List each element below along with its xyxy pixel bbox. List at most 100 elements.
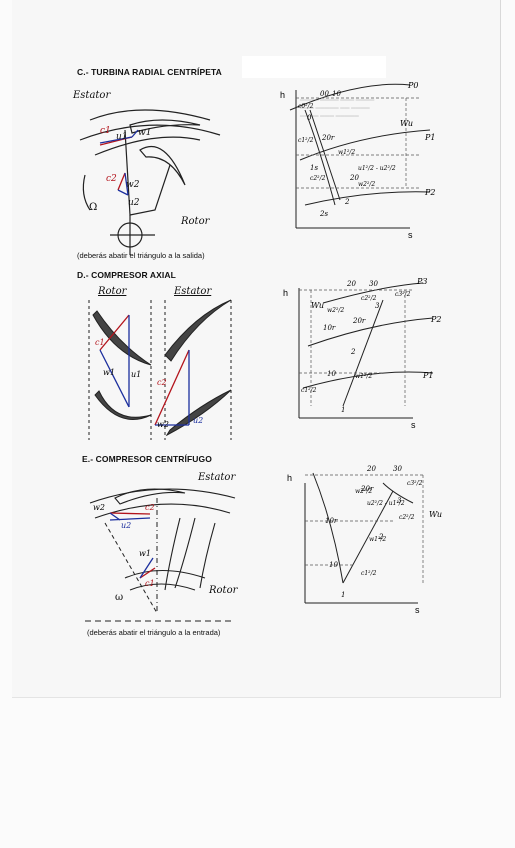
vector-w2 [124,172,129,196]
vector-c2 [117,172,126,191]
point-20r: 20r [321,134,335,142]
section-e-title: E.- COMPRESOR CENTRÍFUGO [82,454,212,464]
term-u: u1²/2 - u2²/2 [358,165,396,172]
term-c3-e: c3²/2 [407,480,423,487]
term-c1-e: c1²/2 [361,570,377,577]
h-axis-d: h [283,288,288,298]
h-axis-c: h [280,90,285,100]
vector-w1-e [139,557,154,579]
point-1-e: 1 [341,591,345,599]
s-axis-c: s [408,230,413,240]
point-0: 0 [307,114,312,122]
label-u2-d: u2 [193,416,203,425]
vector-w1-d [99,349,130,408]
label-c2: c2 [106,174,117,184]
label-c1-e: c1 [145,579,155,588]
redacted-box [242,56,386,78]
label-w1-e: w1 [139,549,151,558]
rotor-label-c: Rotor [181,216,210,227]
rotor-label-d: Rotor [98,286,127,297]
rotor-label-e: Rotor [209,585,238,596]
centrifugal-sketch: w2 c2 u2 w1 c1 [85,488,236,622]
vector-c1-d [99,314,130,351]
stator-label-d: Estator [174,286,212,297]
label-w2: w2 [126,180,140,190]
label-w2-e: w2 [93,503,105,512]
point-2-e: 2 [378,533,384,541]
work-label-c: Wu [400,119,413,128]
hs-diagram-centrifugal: h s 1 10 10r 2 20r 20 3 30 Wu c1²/2 w1²/… [287,465,442,615]
pressure-p1: P1 [424,133,435,142]
point-20r-e: 20r [360,485,374,493]
omega-label-c: Ω [89,202,98,213]
point-2-d: 2 [350,348,356,356]
hs-diagram-turbine: h s 00 10 0 20r 1s 20 2 2s P0 P1 P2 Wu c… [280,81,435,240]
point-30-d: 30 [369,280,378,288]
term-w2-e: w2²/2 [355,488,372,495]
point-1s: 1s [310,164,318,172]
point-20-d: 20 [346,280,356,288]
vector-c2-d [154,349,190,426]
label-w1-d: w1 [103,368,115,377]
term-c3-d: c3²/2 [395,291,411,298]
term-w1-e: w1²/2 [369,536,386,543]
term-u-e: u2²/2 - u1²/2 [367,500,405,507]
point-10-d: 10 [327,370,336,378]
term-w1-d: w1²/2 [355,373,372,380]
vector-u2-e [109,517,151,521]
section-d-title: D.- COMPRESOR AXIAL [77,270,176,280]
label-w2-d: w2 [157,420,169,429]
term-w2-d: w2²/2 [327,307,344,314]
stator-label-e: Estator [198,472,236,483]
term-c2-e: c2²/2 [399,514,415,521]
hs-diagram-axial: h s 1 10 10r 2 20r 20 3 30 P1 P2 P3 Wu c… [283,277,441,430]
label-c1-d: c1 [95,338,105,347]
axial-blade-sketch: c1 w1 u1 c2 w2 u2 [88,299,232,440]
vector-c1-e [139,567,156,579]
stator-label-c: Estator [73,90,111,101]
turbine-blade-sketch: c1 u1 w1 c2 w2 u2 [79,109,221,255]
point-3-e: 3 [397,497,402,505]
label-w1: w1 [138,128,151,138]
s-axis-d: s [411,420,416,430]
section-c-note: (deberás abatir el triángulo a la salida… [77,251,205,260]
section-e-note: (deberás abatir el triángulo a la entrad… [87,628,221,637]
vector-w2-e [109,512,121,521]
point-10r-d: 10r [323,324,336,332]
point-2: 2 [344,198,350,206]
section-c-title: C.- TURBINA RADIAL CENTRÍPETA [77,67,222,77]
omega-label-e: ω [115,592,124,603]
term-c2-d: c2²/2 [361,295,377,302]
term-c1-d: c1²/2 [301,387,317,394]
pressure-p1-d: P1 [422,371,433,380]
point-10r-e: 10r [325,517,338,525]
vector-c2-e [109,512,151,515]
point-00: 00 [320,90,329,98]
h-axis-e: h [287,473,292,483]
label-u2: u2 [128,198,140,208]
point-1-d: 1 [341,406,345,414]
label-u1-d: u1 [131,370,141,379]
point-20r-d: 20r [352,317,366,325]
document-page [12,0,501,698]
vector-w1 [131,129,139,138]
point-10: 10 [332,90,341,98]
term-w1: w1²/2 [338,149,355,156]
term-w2: w2²/2 [358,181,375,188]
label-c1: c1 [100,126,111,136]
point-20: 20 [349,174,359,182]
pressure-p0: P0 [407,81,418,90]
term-c0: c0²/2 [298,103,314,110]
s-axis-e: s [415,605,420,615]
pressure-p3-d: P3 [416,277,427,286]
term-c2: c2²/2 [310,175,326,182]
point-10-e: 10 [329,561,338,569]
label-u2-e: u2 [121,521,131,530]
vector-u1 [99,136,133,144]
label-u1: u1 [116,132,128,142]
work-label-d: Wu [311,301,324,310]
point-20-e: 20 [366,465,376,473]
point-2s: 2s [319,210,328,218]
point-30-e: 30 [393,465,402,473]
work-label-e: Wu [429,510,442,519]
